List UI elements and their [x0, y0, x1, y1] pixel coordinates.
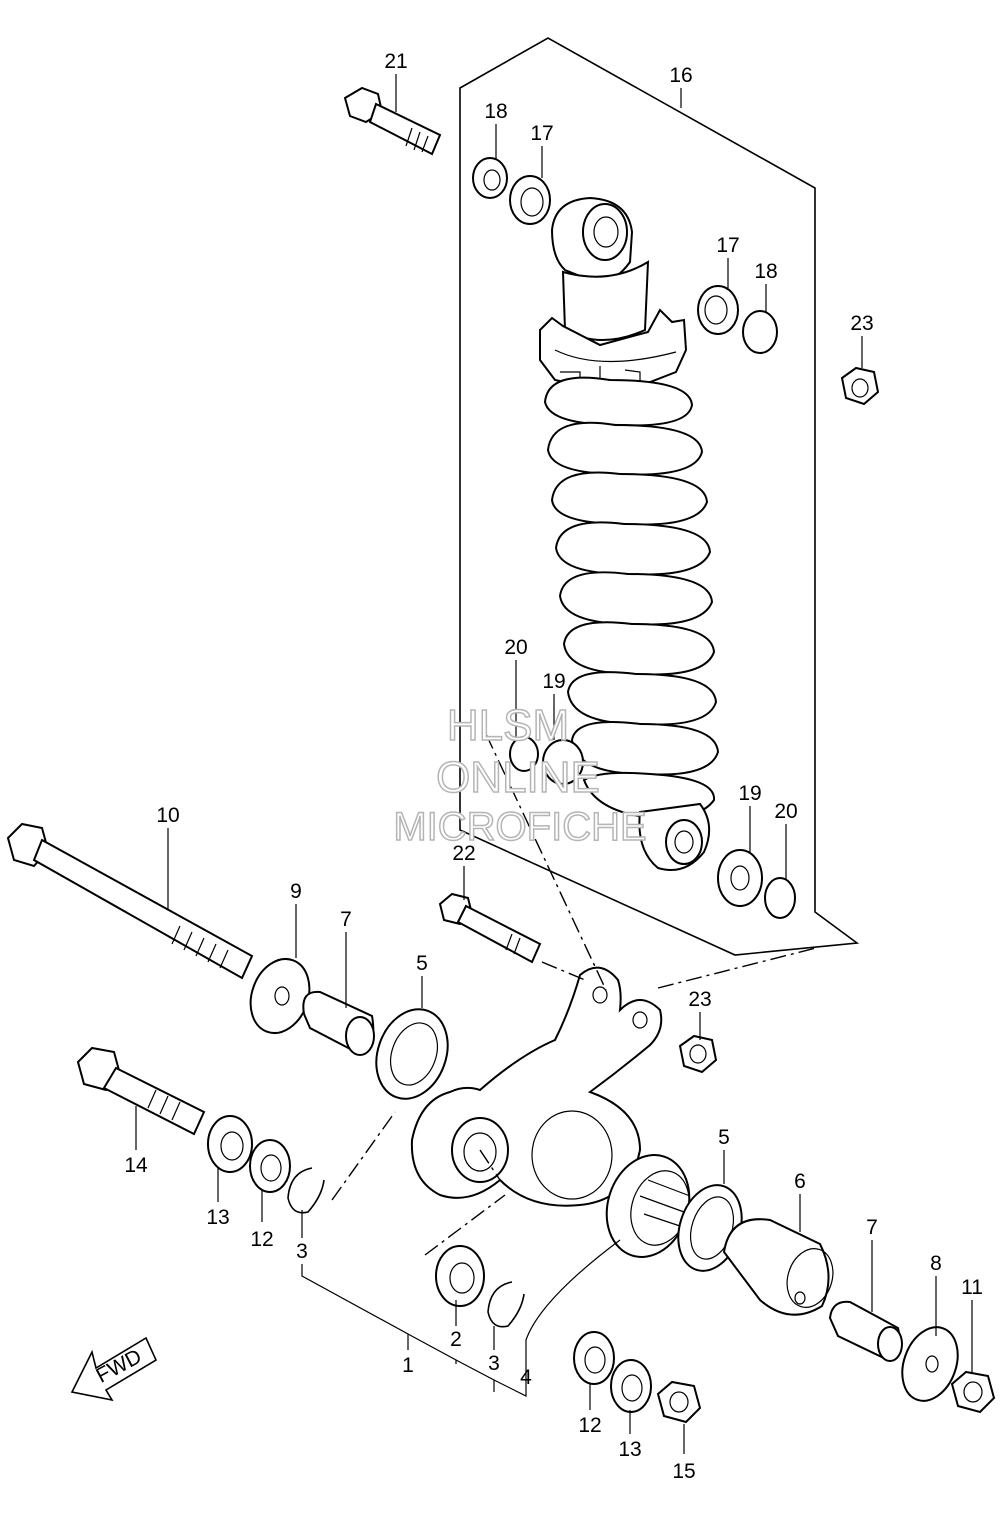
circlip-3-left[interactable] [287, 1167, 325, 1214]
washer-8[interactable] [893, 1319, 968, 1408]
nut-15[interactable] [656, 1380, 702, 1424]
label-10: 10 [156, 804, 179, 827]
label-9: 9 [290, 880, 302, 903]
label-19-right: 19 [738, 782, 761, 805]
label-13-bottom: 13 [618, 1438, 641, 1461]
collar-6[interactable] [722, 1218, 840, 1316]
part-labels: 21 16 18 17 17 18 23 20 19 19 20 10 22 9… [124, 50, 983, 1483]
label-18-top: 18 [484, 100, 507, 123]
bolt-14[interactable] [76, 1046, 206, 1136]
bushing-20-left[interactable] [509, 736, 539, 772]
label-12-bottom: 12 [578, 1414, 601, 1437]
bushing-18-right[interactable] [742, 310, 778, 354]
bolt-22[interactable] [438, 892, 542, 964]
collar-17-top[interactable] [509, 175, 551, 225]
label-12-left: 12 [250, 1228, 273, 1251]
bolt-10[interactable] [6, 822, 254, 980]
label-23-lower: 23 [688, 988, 711, 1011]
washer-19-left[interactable] [542, 739, 584, 785]
washer-19-right[interactable] [717, 849, 763, 907]
watermark-line1: HLSM [447, 701, 569, 750]
nut-23-top[interactable] [840, 366, 880, 406]
label-13-left: 13 [206, 1206, 229, 1229]
nut-11[interactable] [950, 1370, 996, 1414]
label-11: 11 [961, 1276, 983, 1299]
watermark-line3: MICROFICHE [393, 805, 646, 849]
label-17-top: 17 [530, 122, 553, 145]
bushing-2[interactable] [435, 1245, 485, 1307]
label-20-left: 20 [504, 636, 527, 659]
label-5-upper: 5 [416, 952, 428, 975]
fwd-arrow-icon: FWD [70, 1336, 158, 1402]
oil-seal-5-upper[interactable] [364, 999, 459, 1109]
shock-group-frame [459, 37, 860, 956]
circlip-3-middle[interactable] [487, 1281, 525, 1328]
washer-12-left[interactable] [249, 1139, 291, 1193]
label-8: 8 [930, 1252, 942, 1275]
bolt-21[interactable] [343, 86, 442, 156]
label-5-lower: 5 [718, 1126, 730, 1149]
collar-7-upper[interactable] [302, 990, 375, 1056]
label-23-top: 23 [850, 312, 873, 335]
bushing-20-right[interactable] [764, 877, 796, 919]
washer-9[interactable] [241, 951, 320, 1042]
label-15: 15 [672, 1460, 695, 1483]
label-7-upper: 7 [340, 908, 352, 931]
center-lines [331, 733, 817, 1256]
label-7-lower: 7 [866, 1216, 878, 1239]
label-3-middle: 3 [488, 1352, 500, 1375]
leader-lines [135, 74, 973, 1454]
label-17-right: 17 [716, 234, 739, 257]
bushing-18-top[interactable] [472, 157, 508, 199]
shock-absorber[interactable] [539, 196, 720, 871]
label-6: 6 [794, 1170, 806, 1193]
label-2: 2 [450, 1328, 462, 1351]
collar-17-right[interactable] [697, 285, 739, 335]
bushing-13-left[interactable] [207, 1115, 253, 1173]
label-18-right: 18 [754, 260, 777, 283]
label-21: 21 [384, 50, 407, 73]
label-22: 22 [452, 842, 475, 865]
label-4: 4 [520, 1366, 532, 1389]
label-3-left: 3 [296, 1240, 308, 1263]
shock-spring [543, 376, 720, 820]
label-20-right: 20 [774, 800, 797, 823]
bushing-12-bottom[interactable] [573, 1331, 615, 1385]
fwd-label: FWD [92, 1345, 145, 1388]
label-19-left: 19 [542, 670, 565, 693]
nut-23-lower[interactable] [678, 1034, 718, 1074]
collar-7-lower[interactable] [828, 1300, 903, 1362]
watermark-line2: ONLINE [436, 753, 600, 802]
label-14: 14 [124, 1154, 148, 1177]
washer-13-bottom[interactable] [610, 1359, 652, 1413]
label-16: 16 [669, 64, 692, 87]
watermark: HLSM ONLINE MICROFICHE [393, 700, 648, 850]
label-1: 1 [402, 1354, 414, 1377]
